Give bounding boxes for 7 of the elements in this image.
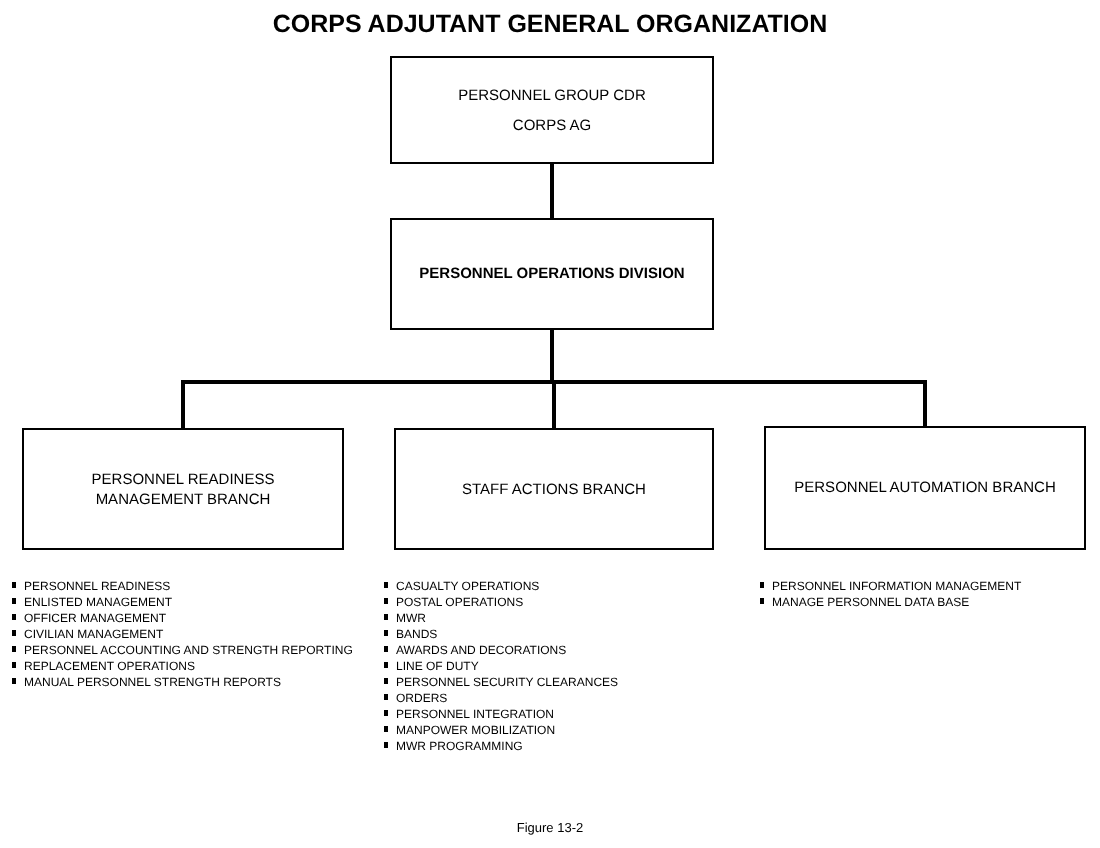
org-box — [22, 428, 344, 550]
org-box — [390, 56, 714, 164]
diagram-title: CORPS ADJUTANT GENERAL ORGANIZATION — [270, 8, 830, 42]
connector-line — [550, 164, 554, 218]
org-box — [394, 428, 714, 550]
org-box — [390, 218, 714, 330]
org-box — [764, 426, 1086, 550]
